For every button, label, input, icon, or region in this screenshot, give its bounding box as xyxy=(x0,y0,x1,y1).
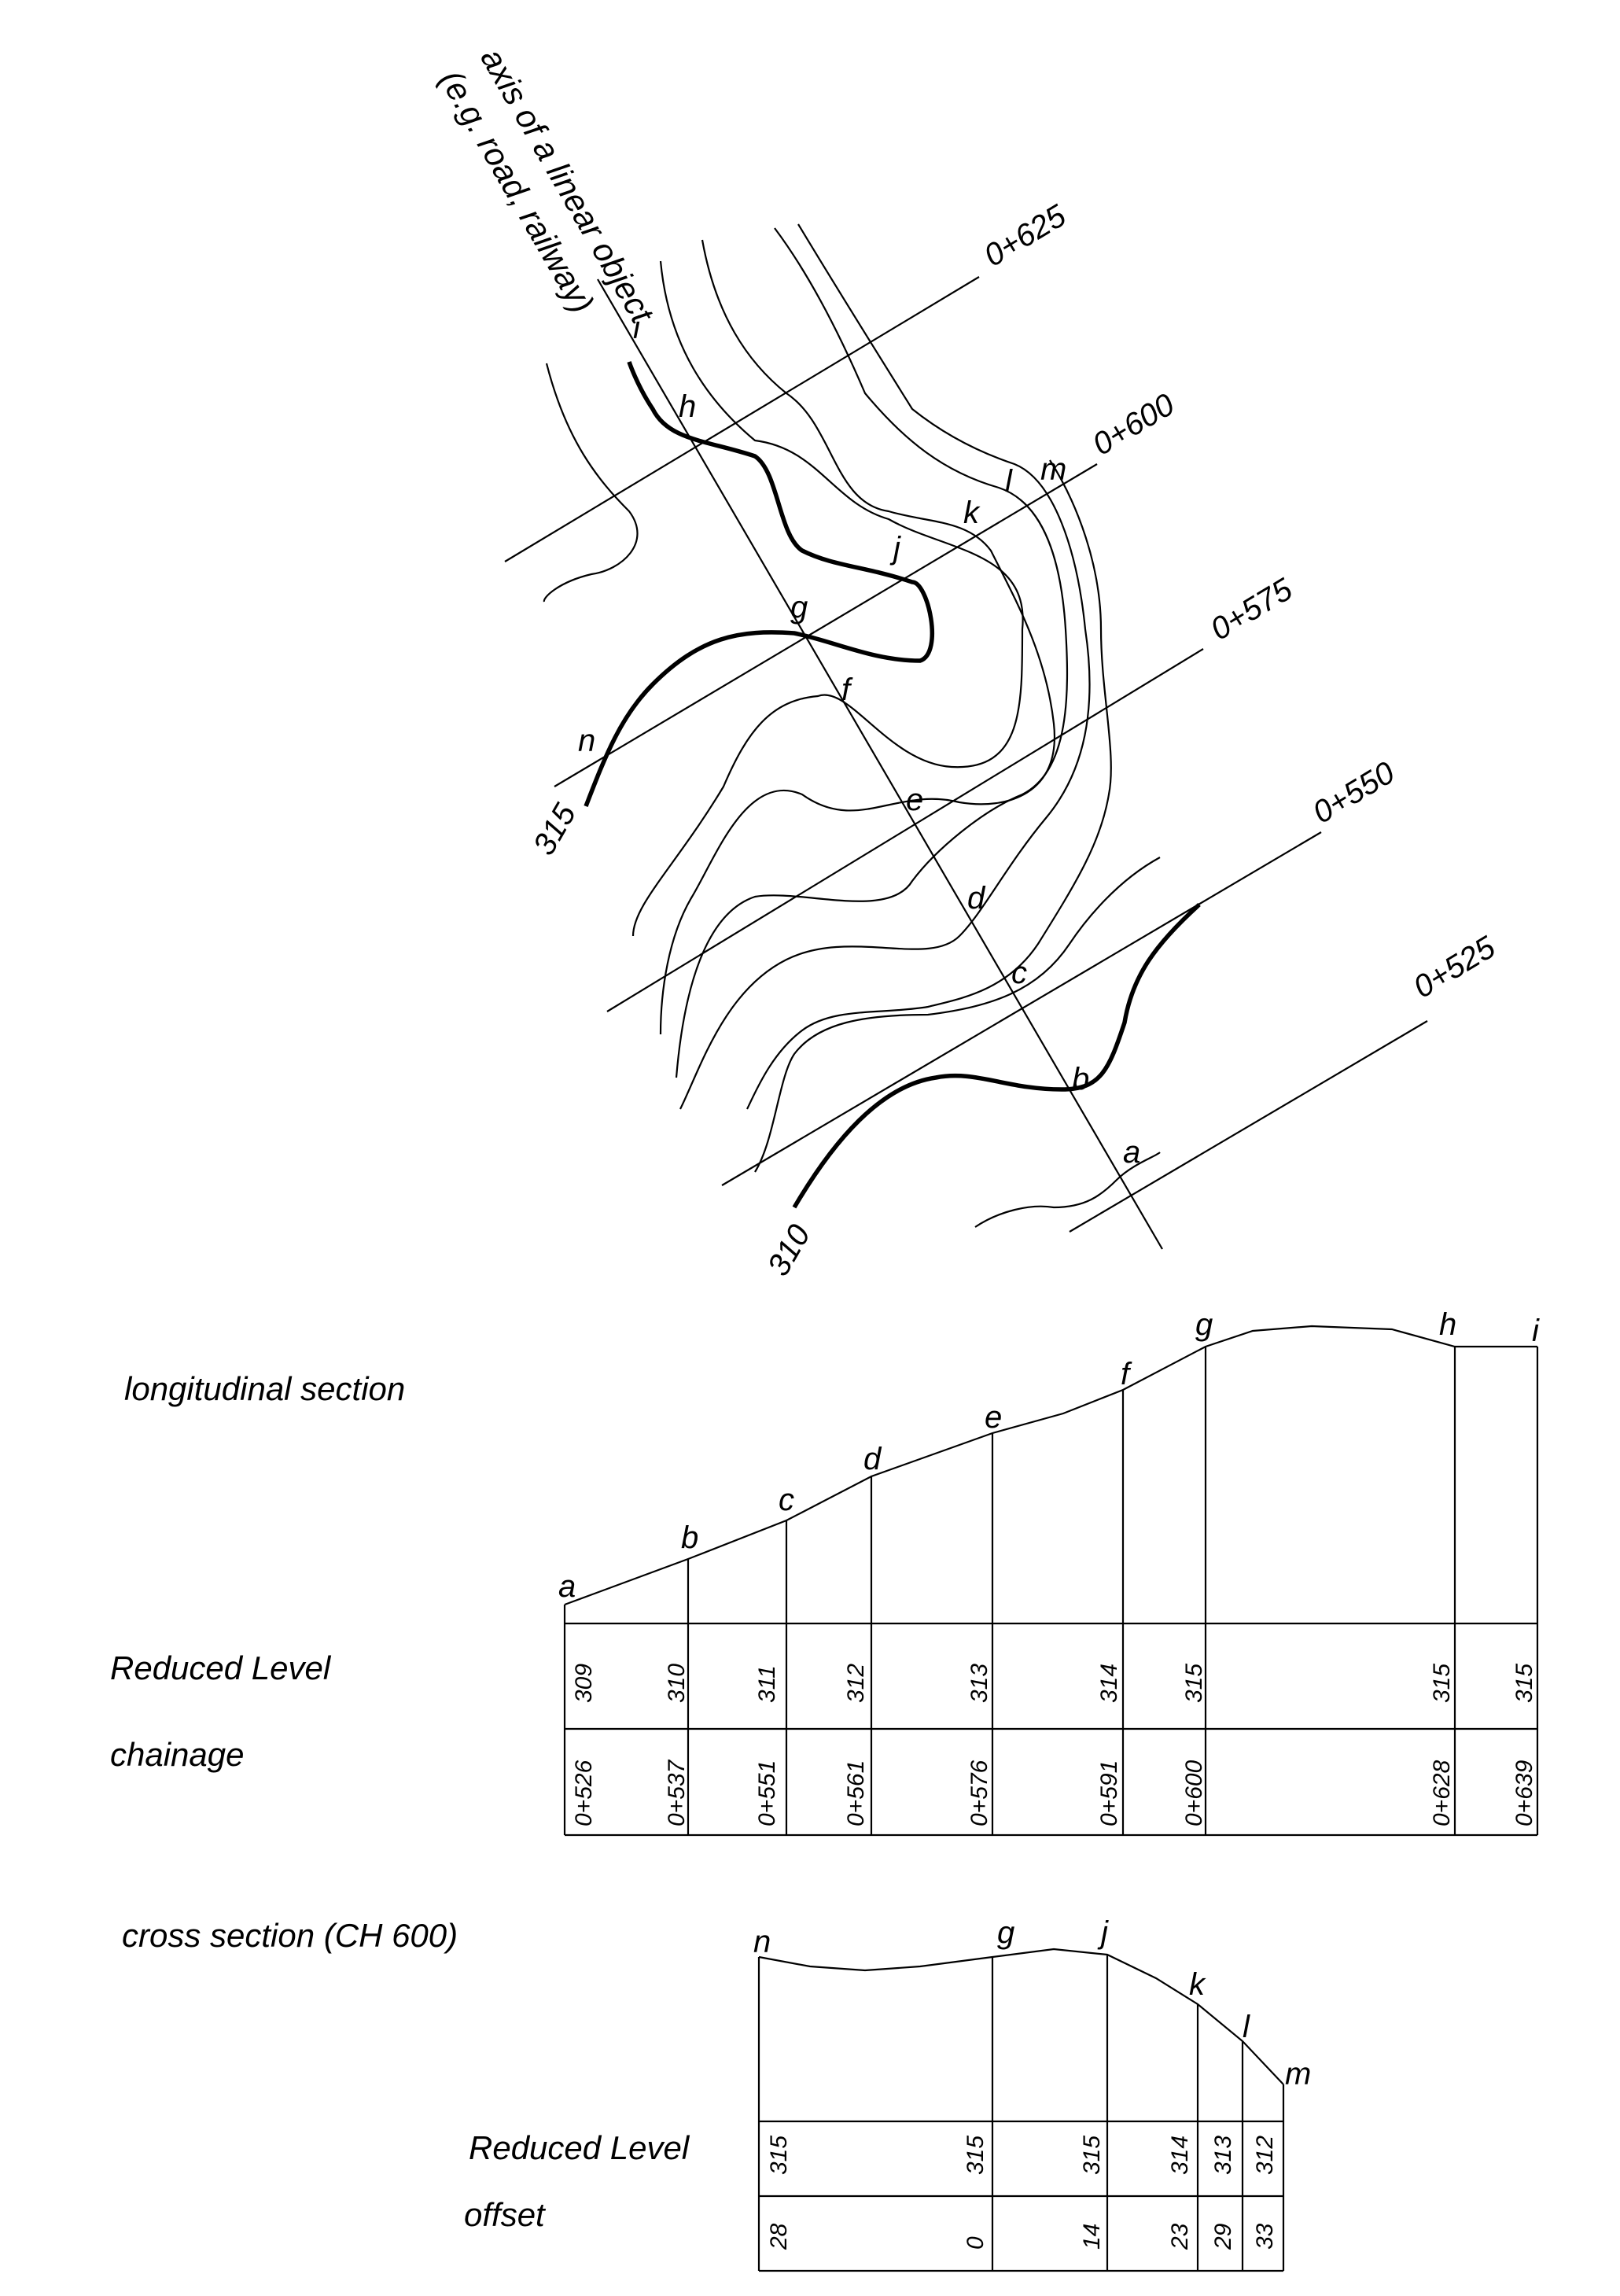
long-chainage-cell: 0+600 xyxy=(1181,1760,1207,1826)
chainage-label-625: 0+625 xyxy=(978,198,1073,274)
long-level-cell: 310 xyxy=(664,1664,690,1703)
contour-line-5 xyxy=(679,223,1091,1110)
long-point-a: a xyxy=(558,1569,576,1604)
long-chainage-cell: 0+537 xyxy=(664,1759,690,1826)
longitudinal-title: longitudinal section xyxy=(124,1370,405,1407)
plan-point-a: a xyxy=(1123,1135,1140,1170)
long-ground-profile xyxy=(564,1325,1537,1606)
contour-310 xyxy=(792,902,1201,1209)
cross-level-cell: 315 xyxy=(1079,2136,1105,2175)
long-chainage-cell: 0+561 xyxy=(843,1760,869,1826)
cross-level-cell: 315 xyxy=(963,2136,989,2175)
cross-section: cross section (CH 600) Reduced Level off… xyxy=(122,1915,1311,2272)
longitudinal-row-label-level: Reduced Level xyxy=(110,1649,332,1686)
long-point-d: d xyxy=(863,1442,882,1476)
long-point-h: h xyxy=(1439,1307,1456,1342)
cross-level-cell: 315 xyxy=(766,2136,792,2175)
cross-level-cell: 313 xyxy=(1210,2136,1236,2175)
plan-point-h: h xyxy=(679,389,696,424)
chainage-label-550: 0+550 xyxy=(1307,755,1401,831)
chainage-label-600: 0+600 xyxy=(1087,387,1180,463)
longitudinal-row-label-chainage: chainage xyxy=(110,1736,244,1773)
contour-line-6 xyxy=(746,459,1112,1110)
long-point-b: b xyxy=(681,1520,698,1555)
contour-line-8 xyxy=(974,1152,1161,1228)
cross-point-g: g xyxy=(997,1915,1014,1950)
long-level-cell: 312 xyxy=(843,1664,869,1703)
chainage-line-625 xyxy=(504,276,980,562)
long-chainage-cell: 0+526 xyxy=(571,1760,597,1826)
cross-level-cell: 312 xyxy=(1252,2136,1278,2175)
long-chainage-cell: 0+551 xyxy=(754,1760,780,1826)
long-level-cell: 315 xyxy=(1181,1664,1207,1703)
cross-point-k: k xyxy=(1189,1967,1206,2002)
long-point-i: i xyxy=(1532,1314,1540,1348)
cross-level-cell: 314 xyxy=(1167,2136,1193,2175)
long-chainage-cell: 0+591 xyxy=(1096,1760,1122,1826)
cross-point-n: n xyxy=(753,1925,771,1959)
long-level-cell: 311 xyxy=(754,1665,780,1703)
contour-315 xyxy=(584,361,934,807)
cross-row-label-level: Reduced Level xyxy=(469,2129,690,2166)
long-level-cell: 315 xyxy=(1511,1664,1537,1703)
plan-point-e: e xyxy=(906,783,923,817)
contour-label-310: 310 xyxy=(761,1219,817,1282)
plan-view: axis of a linear object (e.g. road, rail… xyxy=(433,42,1501,1282)
long-level-cell: 309 xyxy=(571,1664,597,1703)
plan-point-l: l xyxy=(1005,464,1013,499)
chainage-line-525 xyxy=(1069,1020,1428,1233)
long-chainage-cell: 0+628 xyxy=(1429,1760,1455,1826)
chainage-line-600 xyxy=(554,463,1098,787)
plan-point-c: c xyxy=(1011,956,1027,990)
contour-line-2 xyxy=(631,260,1024,937)
cross-title: cross section (CH 600) xyxy=(122,1917,458,1954)
long-point-g: g xyxy=(1195,1307,1213,1342)
contour-line-7 xyxy=(754,857,1161,1173)
cross-point-j: j xyxy=(1097,1915,1109,1950)
long-level-cell: 314 xyxy=(1096,1664,1122,1703)
contour-line-1 xyxy=(543,363,639,603)
cross-offset-cell: 33 xyxy=(1252,2223,1278,2250)
plan-point-f: f xyxy=(841,673,853,707)
cross-offset-cell: 29 xyxy=(1210,2223,1236,2250)
plan-point-b: b xyxy=(1072,1062,1089,1096)
contour-line-4 xyxy=(675,227,1069,1078)
cross-offset-cell: 23 xyxy=(1167,2223,1193,2250)
chainage-label-575: 0+575 xyxy=(1205,572,1299,647)
cross-offset-cell: 14 xyxy=(1079,2224,1105,2250)
long-chainage-cell: 0+639 xyxy=(1511,1760,1537,1826)
plan-point-g: g xyxy=(790,590,808,625)
plan-point-d: d xyxy=(967,881,986,916)
contour-label-315: 315 xyxy=(527,798,584,861)
chainage-line-550 xyxy=(721,831,1322,1186)
longitudinal-section: longitudinal section Reduced Level chain… xyxy=(110,1307,1540,1837)
cross-point-m: m xyxy=(1285,2057,1311,2091)
plan-point-m: m xyxy=(1040,452,1066,487)
long-point-e: e xyxy=(985,1400,1002,1435)
long-level-cell: 313 xyxy=(966,1664,992,1703)
long-chainage-cell: 0+576 xyxy=(966,1760,992,1826)
cross-offset-cell: 28 xyxy=(766,2223,792,2250)
chainage-label-525: 0+525 xyxy=(1408,930,1502,1005)
long-point-c: c xyxy=(779,1483,794,1517)
plan-point-k: k xyxy=(963,496,981,530)
cross-offset-cell: 0 xyxy=(963,2236,989,2250)
cross-point-l: l xyxy=(1243,2010,1250,2044)
cross-row-label-offset: offset xyxy=(464,2196,547,2233)
plan-point-i: i xyxy=(633,311,641,345)
cross-ground-profile xyxy=(758,1948,1284,2085)
plan-point-j: j xyxy=(889,531,901,566)
chainage-line-575 xyxy=(606,648,1204,1012)
plan-point-n: n xyxy=(578,724,595,758)
contour-line-3 xyxy=(659,239,1056,1035)
long-level-cell: 315 xyxy=(1429,1664,1455,1703)
